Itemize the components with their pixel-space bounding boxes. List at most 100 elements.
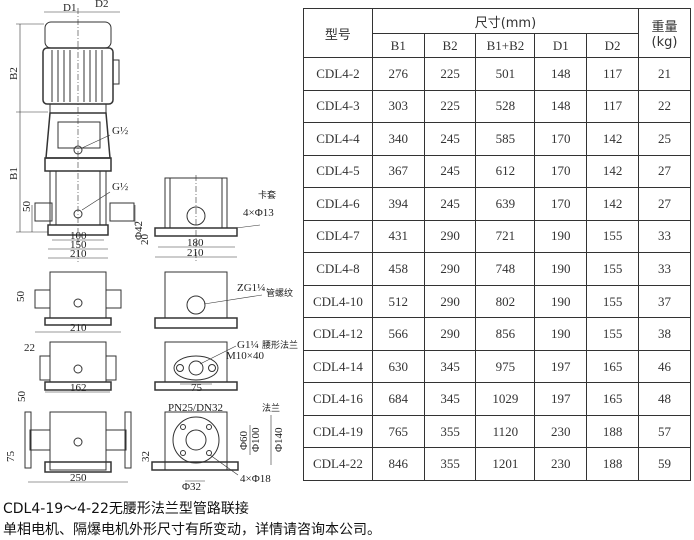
value-cell: 612 bbox=[475, 154, 536, 189]
value-cell: 245 bbox=[423, 187, 477, 221]
value-cell: 431 bbox=[371, 219, 425, 254]
value-cell: 345 bbox=[423, 349, 477, 384]
value-cell: 117 bbox=[586, 57, 640, 91]
value-cell: 290 bbox=[423, 284, 477, 319]
value-cell: 59 bbox=[638, 447, 691, 481]
label-g-half-top: G½ bbox=[112, 125, 128, 137]
value-cell: 46 bbox=[638, 349, 691, 384]
label-g1q: G1¼ bbox=[237, 339, 259, 351]
value-cell: 276 bbox=[371, 57, 425, 91]
subheader-b1-plus-b2: B1+B2 bbox=[475, 33, 536, 59]
value-cell: 190 bbox=[534, 252, 588, 286]
model-cell: CDL4-8 bbox=[303, 252, 373, 286]
value-cell: 512 bbox=[371, 284, 425, 319]
value-cell: 57 bbox=[638, 414, 691, 449]
value-cell: 585 bbox=[475, 122, 536, 156]
value-cell: 1120 bbox=[475, 414, 536, 449]
value-cell: 340 bbox=[371, 122, 425, 156]
value-cell: 148 bbox=[534, 89, 588, 124]
value-cell: 394 bbox=[371, 187, 425, 221]
label-75-row3: 75 bbox=[191, 382, 203, 394]
label-50-row2: 50 bbox=[15, 291, 27, 303]
value-cell: 155 bbox=[586, 219, 640, 254]
value-cell: 190 bbox=[534, 219, 588, 254]
value-cell: 528 bbox=[475, 89, 536, 124]
label-b1: B1 bbox=[8, 167, 20, 180]
model-cell: CDL4-12 bbox=[303, 317, 373, 351]
header-dimensions: 尺寸(mm) bbox=[371, 7, 640, 35]
value-cell: 37 bbox=[638, 284, 691, 319]
label-22: 22 bbox=[24, 342, 35, 354]
value-cell: 197 bbox=[534, 349, 588, 384]
subheader-b2: B2 bbox=[423, 33, 477, 59]
value-cell: 25 bbox=[638, 122, 691, 156]
value-cell: 230 bbox=[534, 447, 588, 481]
value-cell: 190 bbox=[534, 284, 588, 319]
value-cell: 765 bbox=[371, 414, 425, 449]
value-cell: 170 bbox=[534, 122, 588, 156]
label-180: 180 bbox=[187, 237, 204, 249]
value-cell: 355 bbox=[423, 447, 477, 481]
value-cell: 245 bbox=[423, 122, 477, 156]
value-cell: 1201 bbox=[475, 447, 536, 481]
value-cell: 155 bbox=[586, 284, 640, 319]
value-cell: 170 bbox=[534, 154, 588, 189]
label-oval-flange: 腰形法兰 bbox=[262, 339, 298, 351]
value-cell: 303 bbox=[371, 89, 425, 124]
value-cell: 142 bbox=[586, 187, 640, 221]
subheader-b1: B1 bbox=[371, 33, 425, 59]
value-cell: 846 bbox=[371, 447, 425, 481]
label-phi140: Φ140 bbox=[273, 427, 285, 452]
value-cell: 245 bbox=[423, 154, 477, 189]
model-cell: CDL4-22 bbox=[303, 447, 373, 481]
value-cell: 367 bbox=[371, 154, 425, 189]
label-210-row2: 210 bbox=[70, 322, 87, 334]
value-cell: 33 bbox=[638, 252, 691, 286]
value-cell: 197 bbox=[534, 382, 588, 416]
side-view-ferrule bbox=[154, 175, 261, 262]
value-cell: 48 bbox=[638, 382, 691, 416]
value-cell: 721 bbox=[475, 219, 536, 254]
label-210-side: 210 bbox=[187, 247, 204, 259]
value-cell: 290 bbox=[423, 219, 477, 254]
model-cell: CDL4-14 bbox=[303, 349, 373, 384]
label-phi100: Φ100 bbox=[250, 427, 262, 452]
oval-flange-views bbox=[39, 341, 238, 393]
value-cell: 639 bbox=[475, 187, 536, 221]
value-cell: 290 bbox=[423, 317, 477, 351]
value-cell: 501 bbox=[475, 57, 536, 91]
pump-technical-drawing: D1 D2 B2 B1 G½ G½ 50 100 150 210 Φ42 20 … bbox=[5, 0, 298, 493]
value-cell: 630 bbox=[371, 349, 425, 384]
value-cell: 148 bbox=[534, 57, 588, 91]
label-pn25-dn32: PN25/DN32 bbox=[168, 402, 223, 414]
value-cell: 225 bbox=[423, 57, 477, 91]
label-zg: ZG1¼ bbox=[237, 282, 265, 294]
value-cell: 856 bbox=[475, 317, 536, 351]
value-cell: 230 bbox=[534, 414, 588, 449]
value-cell: 975 bbox=[475, 349, 536, 384]
model-cell: CDL4-7 bbox=[303, 219, 373, 254]
standard-flange-views bbox=[24, 411, 272, 483]
subheader-d2: D2 bbox=[586, 33, 640, 59]
model-cell: CDL4-4 bbox=[303, 122, 373, 156]
value-cell: 190 bbox=[534, 317, 588, 351]
label-m10x40: M10×40 bbox=[226, 350, 264, 362]
value-cell: 155 bbox=[586, 317, 640, 351]
value-cell: 38 bbox=[638, 317, 691, 351]
label-4x18: 4×Φ18 bbox=[240, 473, 271, 485]
label-50-row3: 50 bbox=[16, 391, 28, 403]
subheader-d1: D1 bbox=[534, 33, 588, 59]
value-cell: 345 bbox=[423, 382, 477, 416]
model-cell: CDL4-6 bbox=[303, 187, 373, 221]
label-162: 162 bbox=[70, 382, 87, 394]
value-cell: 165 bbox=[586, 349, 640, 384]
model-cell: CDL4-10 bbox=[303, 284, 373, 319]
